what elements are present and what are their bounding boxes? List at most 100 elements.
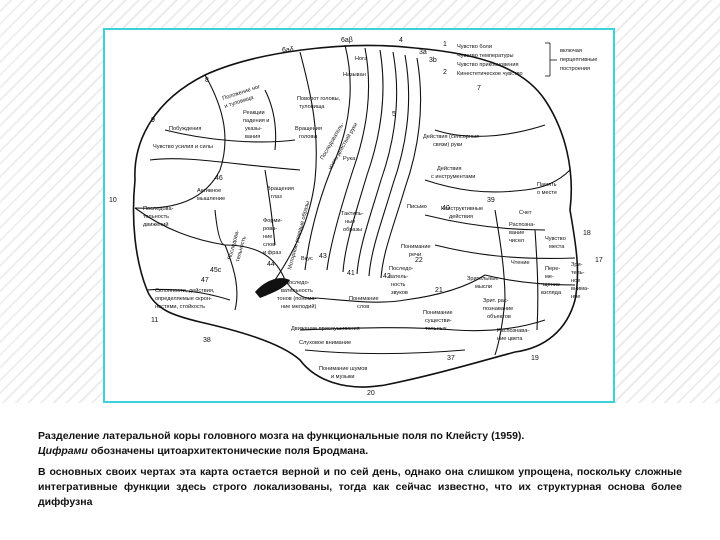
label-tones-4: ние мелодий) xyxy=(281,303,316,310)
area-17: 17 xyxy=(595,257,603,264)
label-ruka: Рука xyxy=(343,156,356,162)
label-tones-1: Последо- xyxy=(285,280,310,286)
area-22: 22 xyxy=(415,257,423,264)
label-zr-5: ние xyxy=(571,294,580,300)
label-percept-3: объектов xyxy=(487,314,511,320)
label-words-2: слов xyxy=(357,304,369,310)
area-10: 10 xyxy=(109,197,117,204)
label-gaze-4: взгляда xyxy=(541,290,562,296)
label-turn-2: туловища xyxy=(299,104,325,110)
label-sub-2: существи- xyxy=(425,318,452,324)
label-turn-1: Поворот головы, xyxy=(297,96,341,102)
caption-area: Разделение латеральной коры головного мо… xyxy=(0,403,720,540)
area-39: 39 xyxy=(487,197,495,204)
label-seq-sounds-2: ватель- xyxy=(389,274,408,280)
area-6ad: 6aδ xyxy=(282,47,294,54)
brain-outline xyxy=(132,44,579,388)
label-understand-2: речи xyxy=(409,252,421,258)
area-6ab: 6aβ xyxy=(341,37,353,44)
label-temp: Чувство температуры xyxy=(457,53,514,59)
area-5: 5 xyxy=(392,111,396,118)
area-8: 8 xyxy=(205,77,209,84)
bracket-lines xyxy=(545,42,557,77)
area-2: 2 xyxy=(443,69,447,76)
brain-map-diagram: 6aβ 6aδ 4 3a 3b 1 2 5 7 8 9 10 11 17 18 … xyxy=(109,37,603,397)
area-43: 43 xyxy=(319,253,327,260)
label-gaze-1: Пере- xyxy=(545,266,560,272)
label-nazyvanie: Называн xyxy=(343,72,366,78)
label-memory-1: Память xyxy=(537,182,557,188)
area-1: 1 xyxy=(443,41,447,48)
label-recog-num-2: вание xyxy=(509,230,524,236)
area-7: 7 xyxy=(477,85,481,92)
label-bracket-2: перцептивные xyxy=(560,57,597,63)
label-sub-3: тельных xyxy=(425,326,447,332)
label-seq-sounds-3: ность xyxy=(391,282,406,288)
caption-legend: Цифрами обозначены цитоархитектонические… xyxy=(38,445,368,457)
label-taste: Вкус xyxy=(301,256,313,262)
label-rot-eyes-2: глаз xyxy=(271,194,282,200)
insula-marker xyxy=(255,278,290,298)
area-18: 18 xyxy=(583,230,591,237)
area-3a: 3a xyxy=(419,49,427,56)
label-form-4: слов xyxy=(263,242,275,248)
label-form-1: Форми- xyxy=(263,218,282,224)
label-tactile-3: образы xyxy=(343,227,362,233)
label-gaze-2: ме- xyxy=(545,274,554,280)
label-tones-3: тонов (понима- xyxy=(277,296,317,302)
label-form-2: рова- xyxy=(263,226,277,232)
brodmann-numbers: 6aβ 6aδ 4 3a 3b 1 2 5 7 8 9 10 11 17 18 … xyxy=(109,37,603,397)
label-actions-2: связи) руки xyxy=(433,142,462,148)
label-construct-2: действия xyxy=(449,213,473,220)
area-40: 40 xyxy=(442,205,450,212)
label-noise-2: и музыки xyxy=(331,374,355,380)
label-seq-1: Последова- xyxy=(143,206,174,212)
label-bracket-3: построения xyxy=(560,66,590,72)
label-count: Счет xyxy=(519,210,532,216)
caption-legend-rest: обозначены цитоархитектонические поля Бр… xyxy=(87,445,369,457)
label-form-5: и фраз xyxy=(263,250,281,256)
label-zr-3: ное xyxy=(571,278,580,284)
label-pisma: Письмо xyxy=(407,204,427,210)
label-seq-3: движений xyxy=(143,221,169,228)
label-reactions-1: Реакции xyxy=(243,110,265,116)
area-45c: 45c xyxy=(210,267,222,274)
label-rot-head-1: Вращения xyxy=(295,126,322,132)
label-active-1: Активное xyxy=(197,188,221,194)
label-place-1: Чувство xyxy=(545,236,566,242)
label-skill-3: ностями, стойкость xyxy=(155,303,205,310)
label-bracket-1: включая xyxy=(560,48,582,54)
label-recog-col-1: Распознава- xyxy=(497,328,529,334)
label-noise-1: Понимание шумов xyxy=(319,366,367,372)
label-reading: Чтение xyxy=(511,260,530,266)
area-41: 41 xyxy=(347,270,355,277)
label-recog-num-3: чисел xyxy=(509,238,524,244)
label-sub-1: Понимание xyxy=(423,310,453,316)
area-37: 37 xyxy=(447,355,455,362)
label-touch: Чувство прикосновения xyxy=(457,62,519,68)
label-tactile-1: Тактиль- xyxy=(341,211,364,217)
label-recog-num-1: Распозна- xyxy=(509,222,535,228)
region-boundaries xyxy=(134,44,576,356)
label-kinest: Кинестетическое чувство xyxy=(457,71,523,77)
label-actions-tool-2: с инструментами xyxy=(431,174,475,180)
function-labels: Нога Называн Чувство боли Чувство темпер… xyxy=(143,44,597,380)
area-44: 44 xyxy=(267,261,275,268)
label-pain: Чувство боли xyxy=(457,44,492,50)
label-gaze-3: щение xyxy=(543,282,560,288)
label-reactions-2: падения и xyxy=(243,118,269,124)
label-zr-2: тель- xyxy=(571,270,585,276)
label-rot-eyes-1: Вращения xyxy=(267,186,294,192)
caption-title: Разделение латеральной коры головного мо… xyxy=(38,430,525,442)
label-impulse: Побуждения xyxy=(169,126,201,132)
area-19: 19 xyxy=(531,355,539,362)
label-visual-1: Зрительные xyxy=(467,276,498,282)
label-seq-2: тельность xyxy=(143,214,169,220)
area-21: 21 xyxy=(435,287,443,294)
label-visual-2: мысли xyxy=(475,284,492,290)
area-47: 47 xyxy=(201,277,209,284)
label-noga: Нога xyxy=(355,56,368,62)
label-auditory-attention: Слуховое внимание xyxy=(299,340,351,346)
brain-map-figure: 6aβ 6aδ 4 3a 3b 1 2 5 7 8 9 10 11 17 18 … xyxy=(103,28,615,403)
label-reactions-4: вания xyxy=(245,134,260,140)
